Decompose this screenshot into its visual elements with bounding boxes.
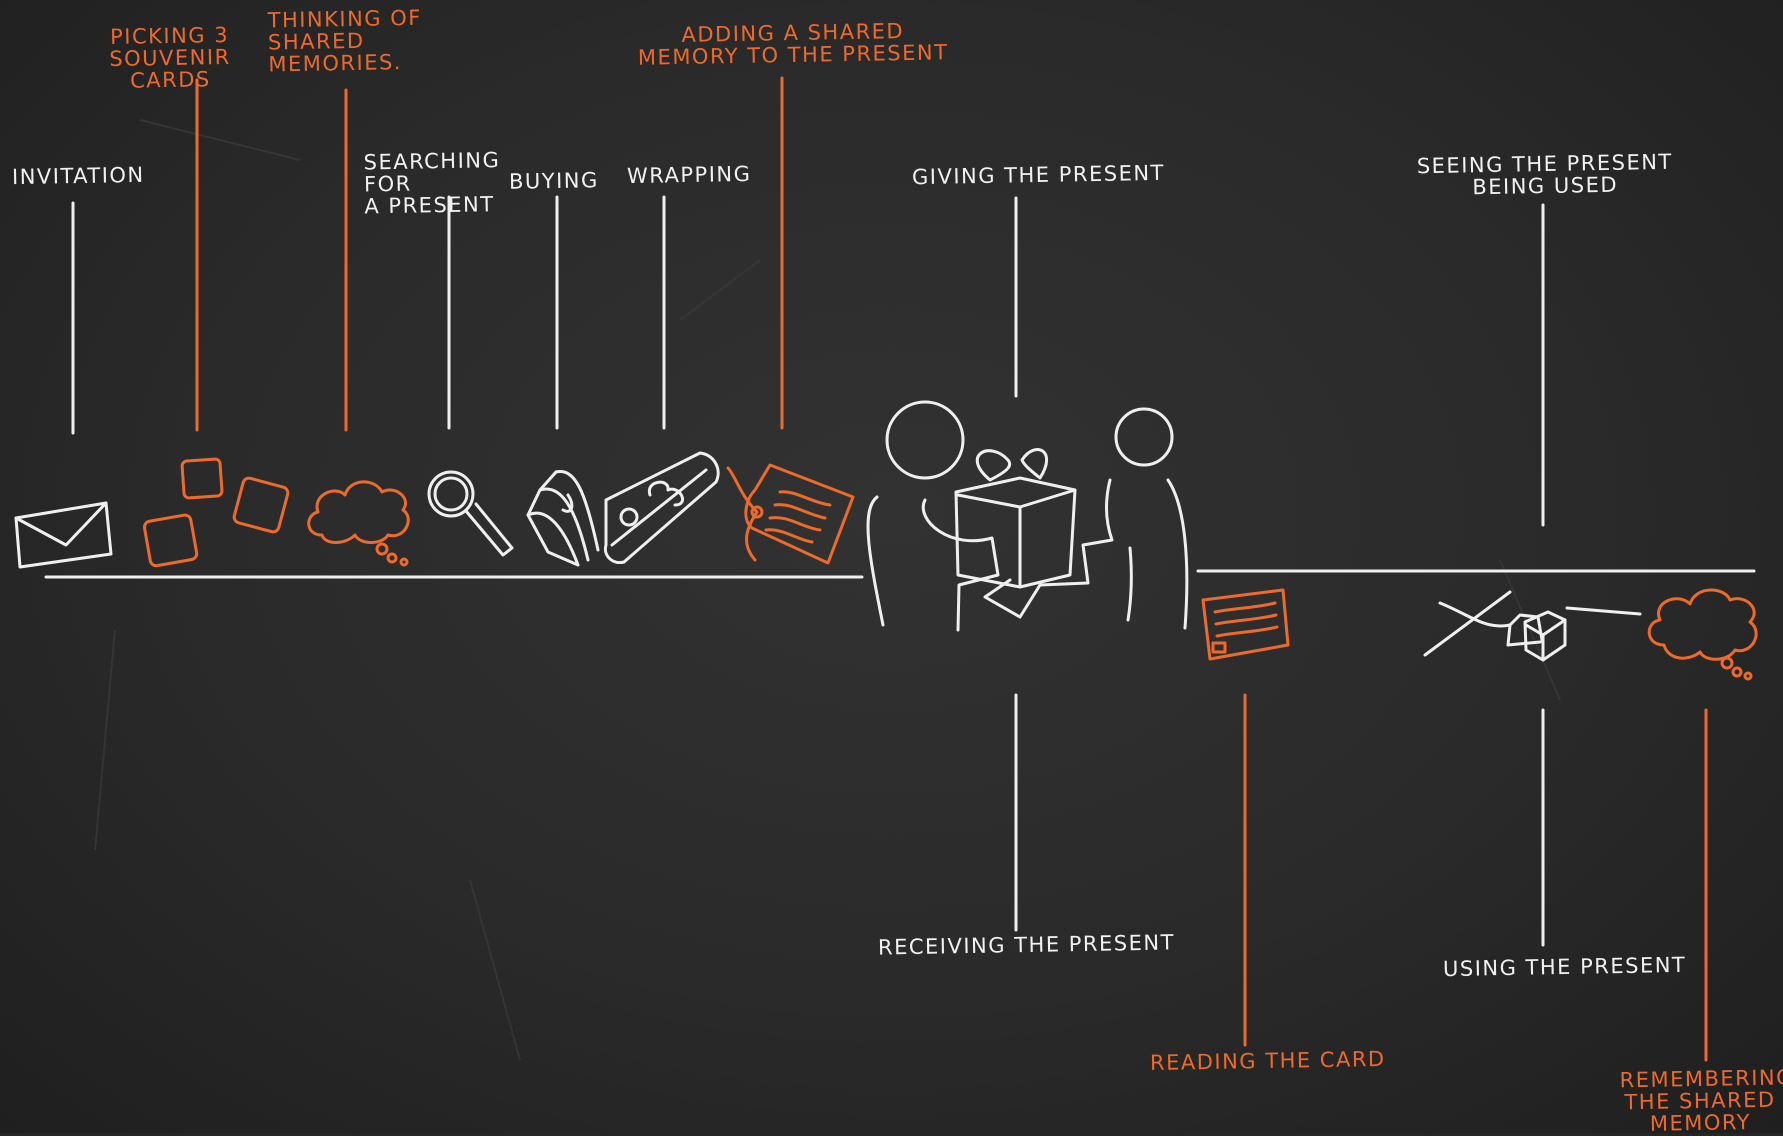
memory-cloud-icon — [1649, 590, 1756, 679]
envelope-icon — [16, 503, 111, 567]
label-reading-card: READING THE CARD — [1150, 1048, 1386, 1074]
label-buying: BUYING — [509, 169, 599, 193]
money-icon — [528, 472, 598, 565]
card-icon — [1203, 590, 1288, 659]
label-receiving-present: RECEIVING THE PRESENT — [878, 931, 1175, 958]
label-adding-memory: ADDING A SHARED MEMORY TO THE PRESENT — [633, 19, 954, 69]
label-picking-cards: PICKING 3 SOUVENIR CARDS — [84, 24, 255, 93]
wrapped-package-icon — [605, 453, 718, 563]
thought-cloud-icon — [309, 482, 409, 565]
people-giving-gift-icon — [868, 402, 1187, 630]
label-giving-present: GIVING THE PRESENT — [912, 162, 1165, 188]
label-seeing-present-used: SEEING THE PRESENT BEING USED — [1415, 151, 1676, 200]
label-invitation: INVITATION — [12, 164, 145, 188]
label-wrapping: WRAPPING — [627, 163, 752, 187]
chalk-smudges — [95, 120, 1560, 1060]
label-thinking-memories: THINKING OF SHARED MEMORIES. — [267, 7, 438, 76]
souvenir-cards-icon — [144, 459, 290, 567]
label-remembering-memory: REMEMBERING THE SHARED MEMORY — [1619, 1067, 1780, 1136]
label-using-present: USING THE PRESENT — [1443, 954, 1687, 980]
magnifier-icon — [429, 472, 512, 555]
tag-icon — [728, 465, 853, 563]
hand-with-present-icon — [1425, 592, 1640, 660]
